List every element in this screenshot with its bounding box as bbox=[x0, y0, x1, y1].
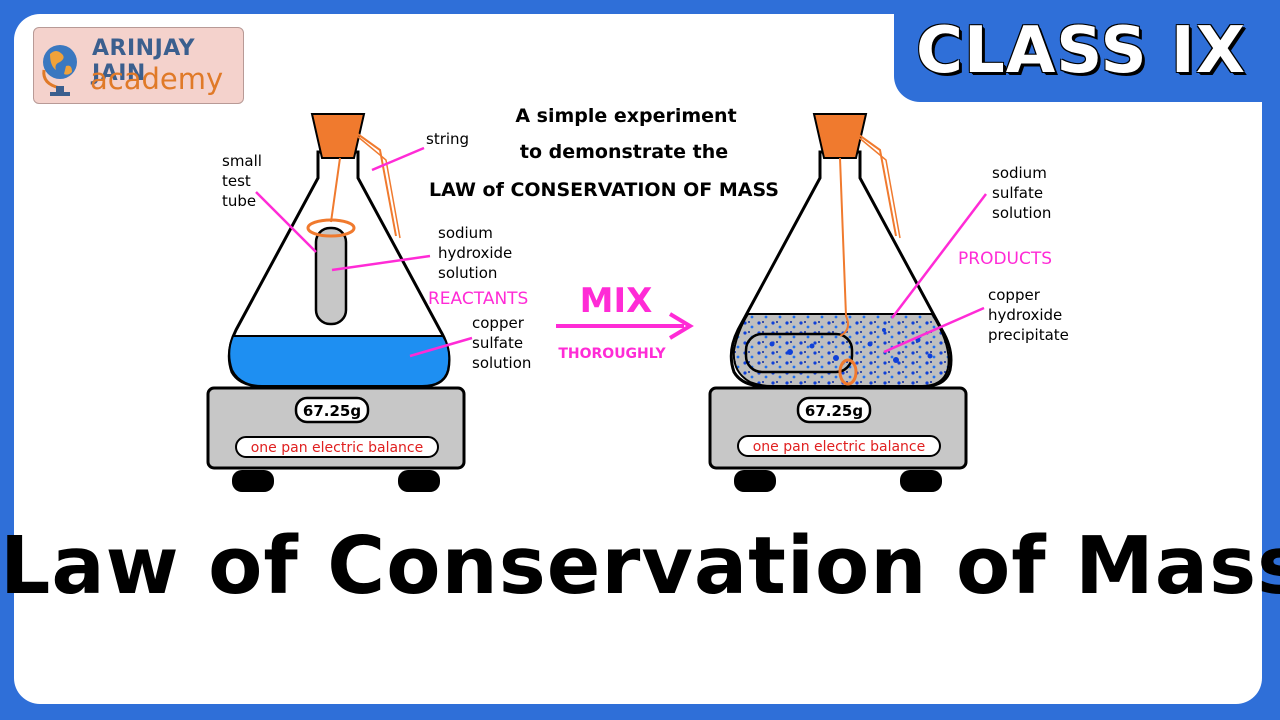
globe-icon bbox=[42, 45, 77, 96]
logo-subtitle: academy bbox=[90, 62, 224, 96]
label-cuoh2-3: precipitate bbox=[988, 326, 1069, 344]
page-title: Law of Conservation of Mass bbox=[0, 520, 1280, 612]
mix-arrow: MIX THOROUGHLY bbox=[556, 281, 694, 362]
label-naoh-3: solution bbox=[438, 264, 497, 282]
right-flask bbox=[729, 113, 953, 388]
slide-card bbox=[14, 14, 1262, 704]
class-badge-text: CLASS IX bbox=[916, 14, 1247, 88]
label-cuso4-2: sulfate bbox=[472, 334, 523, 352]
heading-line2: to demonstrate the bbox=[520, 141, 728, 163]
label-na2so4-2: sulfate bbox=[992, 184, 1043, 202]
label-na2so4-3: solution bbox=[992, 204, 1051, 222]
label-naoh-1: sodium bbox=[438, 224, 493, 242]
label-naoh-2: hydroxide bbox=[438, 244, 512, 262]
heading-line3: LAW of CONSERVATION OF MASS bbox=[429, 179, 779, 201]
left-balance: 67.25g one pan electric balance bbox=[206, 386, 466, 492]
label-thoroughly: THOROUGHLY bbox=[558, 346, 666, 362]
label-cuso4-1: copper bbox=[472, 314, 525, 332]
left-reading-display bbox=[294, 396, 370, 424]
label-reactants: REACTANTS bbox=[428, 289, 528, 309]
right-reading: 67.25g bbox=[805, 402, 863, 420]
right-balance-label: one pan electric balance bbox=[753, 439, 926, 455]
label-mix: MIX bbox=[580, 281, 653, 321]
label-cuoh2-2: hydroxide bbox=[988, 306, 1062, 324]
academy-logo: ARINJAY JAIN academy bbox=[33, 27, 244, 104]
label-cuoh2-1: copper bbox=[988, 286, 1041, 304]
class-badge bbox=[894, 0, 1280, 102]
right-reading-display bbox=[796, 396, 872, 424]
left-flask bbox=[227, 113, 451, 388]
left-balance-label: one pan electric balance bbox=[251, 440, 424, 456]
label-small: small bbox=[222, 152, 262, 170]
logo-name: ARINJAY JAIN bbox=[92, 36, 196, 86]
label-tube: tube bbox=[222, 192, 256, 210]
label-cuso4-3: solution bbox=[472, 354, 531, 372]
right-apparatus: 67.25g one pan electric balance s bbox=[708, 113, 1069, 492]
label-string: string bbox=[426, 130, 469, 148]
label-test: test bbox=[222, 172, 251, 190]
left-reading: 67.25g bbox=[303, 402, 361, 420]
heading-line1: A simple experiment bbox=[515, 105, 736, 127]
right-balance: 67.25g one pan electric balance bbox=[708, 386, 968, 492]
label-products: PRODUCTS bbox=[958, 249, 1052, 269]
left-apparatus: 67.25g one pan electric balance smal bbox=[206, 113, 531, 492]
label-na2so4-1: sodium bbox=[992, 164, 1047, 182]
experiment-diagram: 67.25g one pan electric balance smal bbox=[206, 105, 1069, 492]
